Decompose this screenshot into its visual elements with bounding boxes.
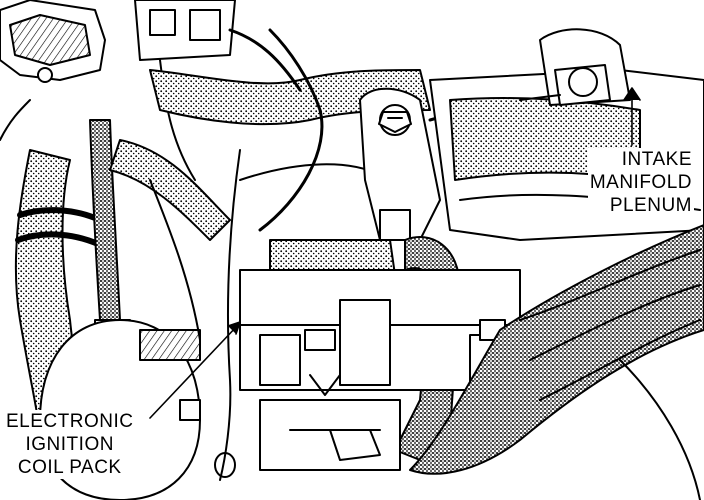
intake-manifold-plenum <box>429 28 704 241</box>
leader-lines <box>149 87 641 419</box>
intake-manifold-plenum-label: INTAKE MANIFOLD PLENUM <box>587 148 694 217</box>
sensor-wire <box>219 149 241 481</box>
coil-label-line-2: IGNITION <box>25 434 114 455</box>
top-connector <box>134 0 236 181</box>
center-bracket <box>359 87 441 241</box>
ignition-coil-pack <box>239 269 521 471</box>
coil-label-line-3: COIL PACK <box>17 457 122 478</box>
intake-label-line-1: INTAKE <box>621 149 692 170</box>
coil-leader-line <box>149 324 239 419</box>
intake-label-line-3: PLENUM <box>609 195 692 216</box>
vacuum-line <box>149 179 201 341</box>
right-wire-harness <box>409 224 704 500</box>
intake-leader-arrow <box>623 87 641 101</box>
upper-left-bracket <box>0 0 106 83</box>
coil-leader-arrow <box>227 321 241 335</box>
coil-label-line-1: ELECTRONIC <box>6 411 134 432</box>
ignition-coil-pack-label: ELECTRONIC IGNITION COIL PACK <box>4 410 136 479</box>
intake-label-line-2: MANIFOLD <box>589 172 692 193</box>
lower-hose-clamp <box>329 429 381 461</box>
